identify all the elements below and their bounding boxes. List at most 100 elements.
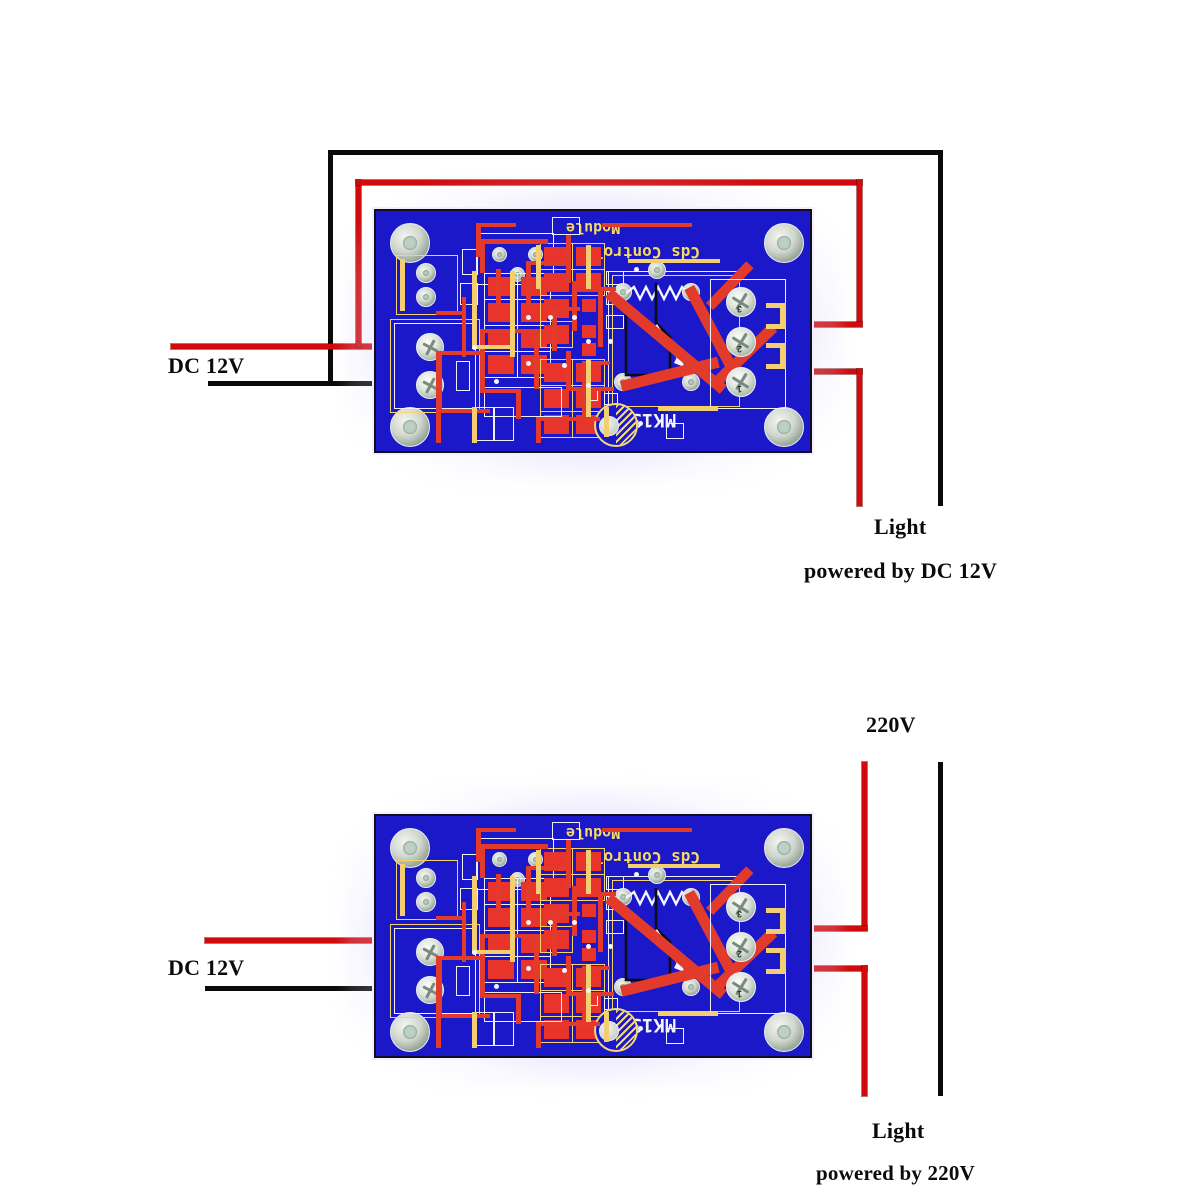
copper-trace-yellow-3 (510, 271, 515, 357)
output-screw-1: 1 (726, 972, 756, 1002)
output-terminal-number-1: 1 (737, 989, 743, 999)
silk-rect-top (552, 822, 580, 840)
smd-pad-a1 (488, 882, 514, 901)
copper-trace-25 (552, 912, 557, 956)
output-terminal-number-2: 2 (737, 344, 743, 354)
copper-trace-26 (552, 912, 580, 916)
smd-pad-c2 (582, 930, 596, 943)
wire-lamp-feed-drop-ac (862, 966, 867, 1096)
copper-trace-24 (598, 287, 616, 291)
copper-trace-18 (436, 409, 490, 413)
input-terminal-outline-yellow (390, 319, 480, 413)
copper-trace-25 (552, 307, 557, 351)
copper-trace-13 (480, 329, 536, 333)
wire-lamp-return-drop (938, 150, 943, 506)
copper-trace-1 (436, 311, 462, 315)
copper-trace-28 (476, 828, 481, 862)
lug-bot-2 (766, 969, 786, 974)
copper-trace-yellow-7 (628, 259, 720, 263)
copper-trace-11 (572, 886, 577, 936)
copper-trace-26 (552, 307, 580, 311)
output-screw-3: 3 (726, 892, 756, 922)
wire-lamp-feed-drop (857, 369, 862, 506)
silk-rect-10 (666, 423, 684, 439)
mount-hole-4: 0 (764, 407, 804, 447)
copper-trace-yellow-2 (472, 345, 512, 349)
via-7 (526, 361, 531, 366)
copper-trace-30 (566, 956, 571, 992)
copper-trace-6 (480, 239, 485, 273)
ldr-photoresistor-symbol (594, 403, 638, 447)
copper-trace-5 (480, 844, 548, 849)
wire-relay-feed-drop (857, 180, 862, 326)
via-10 (586, 988, 591, 993)
via-12 (638, 421, 643, 426)
copper-trace-yellow-8 (472, 407, 477, 443)
relay-pin-3 (648, 866, 666, 884)
copper-trace-20 (536, 1022, 600, 1026)
copper-trace-10 (566, 235, 571, 283)
copper-trace-4 (442, 351, 482, 355)
wire-dc-positive-horizontal-ac (205, 938, 395, 943)
copper-trace-22 (582, 361, 610, 365)
lug-bot-1 (766, 324, 786, 329)
copper-trace-4 (442, 956, 482, 960)
copper-trace-13 (480, 934, 536, 938)
copper-trace-yellow-6 (586, 964, 591, 1022)
mount-hole-2: 0 (764, 223, 804, 263)
lug-top-2 (766, 948, 786, 953)
smd-pad-c1 (582, 299, 596, 312)
smd-pad-b2 (544, 878, 569, 897)
smd-pad-a4 (488, 355, 514, 374)
copper-trace-15 (480, 994, 520, 998)
wire-dc-positive-horizontal (171, 344, 395, 349)
copper-trace-7 (496, 269, 501, 305)
lug-top-1 (766, 303, 786, 308)
copper-trace-yellow-3 (510, 876, 515, 962)
lug-bot-1 (766, 929, 786, 934)
copper-trace-20 (536, 417, 600, 421)
via-3 (572, 315, 577, 320)
via-9 (494, 379, 499, 384)
copper-trace-yellow-1 (472, 876, 477, 950)
copper-trace-29 (476, 828, 516, 832)
cap-outline-a (462, 854, 478, 880)
output-screw-2: 2 (726, 932, 756, 962)
output-terminal-number-3: 3 (737, 909, 743, 919)
relay-pin-3 (648, 261, 666, 279)
copper-trace-yellow-4 (536, 245, 541, 289)
via-11 (634, 267, 639, 272)
output-screw-3: 3 (726, 287, 756, 317)
copper-trace-3 (436, 956, 442, 1014)
via-9 (494, 984, 499, 989)
copper-trace-8 (526, 866, 531, 912)
wire-dc-negative-horizontal-ac (205, 986, 395, 991)
copper-trace-9 (526, 261, 566, 265)
copper-trace-19 (536, 1022, 541, 1048)
via-8 (562, 968, 567, 973)
silk-rect-top (552, 217, 580, 235)
copper-trace-11 (572, 281, 577, 331)
smd-pad-c1 (582, 904, 596, 917)
input-screw-1 (416, 333, 444, 361)
copper-trace-3 (436, 351, 442, 409)
via-12 (638, 1026, 643, 1031)
via-1 (526, 920, 531, 925)
smd-pad-b6 (544, 994, 569, 1013)
silk-rect-1 (456, 361, 470, 391)
via-2 (548, 920, 553, 925)
silk-rect-6 (606, 315, 624, 329)
copper-trace-7 (496, 874, 501, 910)
copper-trace-16 (516, 994, 521, 1024)
mount-hole-4: 0 (764, 1012, 804, 1052)
copper-trace-6 (480, 844, 485, 878)
copper-trace-30 (566, 351, 571, 387)
output-terminal-number-1: 1 (737, 384, 743, 394)
label-light-bottom: Light (872, 1118, 925, 1143)
output-terminal-number-2: 2 (737, 949, 743, 959)
copper-trace-2 (462, 297, 466, 357)
copper-trace-yellow-1 (472, 271, 477, 345)
